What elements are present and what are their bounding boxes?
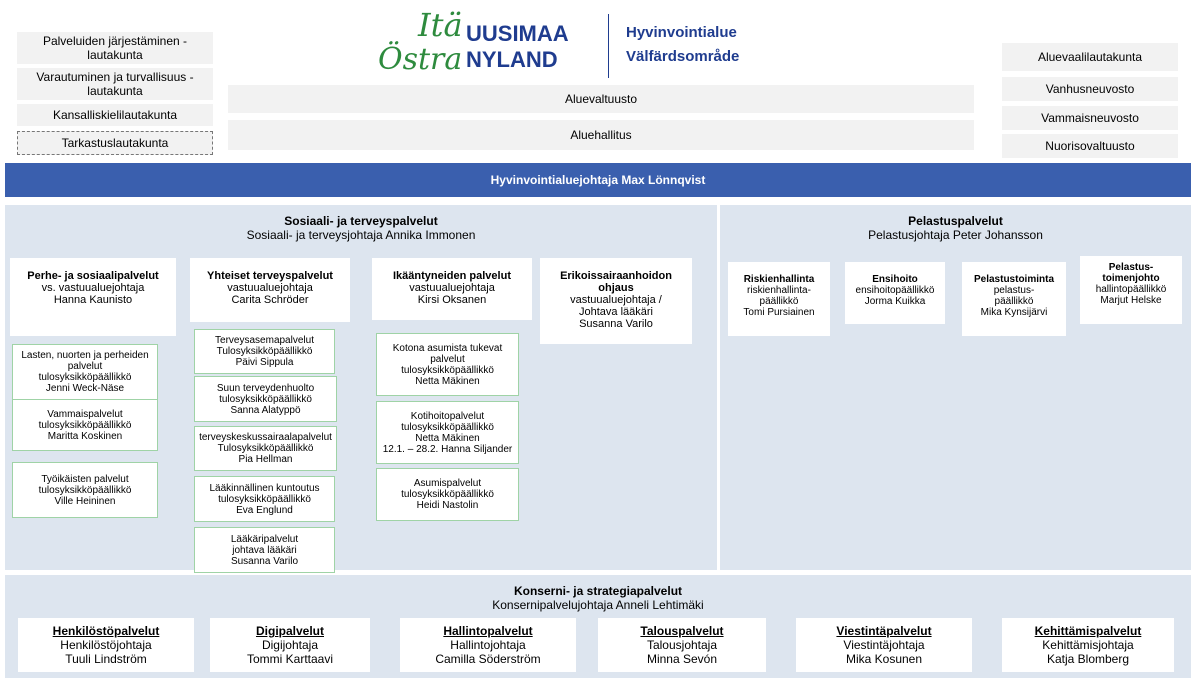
group-title: Konserni- ja strategiapalvelut: [513, 584, 683, 598]
service-unit: Kotihoitopalvelut tulosyksikköpäällikkö …: [376, 401, 519, 464]
service-unit: Lääkäripalvelut johtava lääkäri Susanna …: [194, 527, 335, 573]
committee-box: Kansalliskielilautakunta: [17, 104, 213, 126]
logo: Itä UUSIMAA Östra NYLAND Hyvinvointialue…: [378, 8, 798, 82]
service-unit: Työikäisten palvelut tulosyksikköpäällik…: [12, 462, 158, 518]
rescue-subtitle: Pelastusjohtaja Peter Johansson: [868, 228, 1043, 242]
unit-title: Riskienhallinta: [743, 274, 815, 285]
unit-title: Pelastustoiminta: [973, 274, 1055, 285]
rescue-unit: Pelastustoiminta pelastus- päällikkö Mik…: [962, 262, 1066, 336]
service-unit: Kotona asumista tukevat palvelut tulosyk…: [376, 333, 519, 396]
service-unit: Lääkinnällinen kuntoutus tulosyksikköpää…: [194, 476, 335, 522]
unit-title: Ensihoito: [872, 274, 918, 285]
service-unit: Vammaispalvelut tulosyksikköpäällikkö Ma…: [12, 399, 158, 451]
logo-uusimaa: UUSIMAA: [466, 21, 569, 46]
unit-name: Camilla Söderström: [435, 652, 541, 666]
unit-name: Tuuli Lindström: [65, 652, 147, 666]
unit-title: Viestintäpalvelut: [836, 624, 932, 638]
unit-role: Viestintäjohtaja: [843, 638, 925, 652]
unit-title: Kehittämispalvelut: [1034, 624, 1142, 638]
unit-name: Mika Kosunen: [845, 652, 923, 666]
council-box: Vanhusneuvosto: [1002, 77, 1178, 101]
service-unit: Asumispalvelut tulosyksikköpäällikkö Hei…: [376, 468, 519, 521]
rescue-unit: Ensihoito ensihoitopäällikkö Jorma Kuikk…: [845, 262, 945, 324]
unit-title: Erikoissairaanhoidon ohjaus: [560, 270, 672, 294]
council-box: Nuorisovaltuusto: [1002, 134, 1178, 158]
unit-title: Yhteiset terveyspalvelut: [207, 270, 333, 282]
logo-nyland: NYLAND: [466, 47, 558, 72]
social-subtitle: Sosiaali- ja terveysjohtaja Annika Immon…: [246, 228, 476, 242]
specialized-care-steering: Erikoissairaanhoidon ohjaus vastuualuejo…: [540, 258, 692, 344]
elderly-services: Ikääntyneiden palvelut vastuualuejohtaja…: [372, 258, 532, 320]
rescue-title: Pelastuspalvelut: [908, 214, 1003, 228]
director-bar: Hyvinvointialuejohtaja Max Lönnqvist: [5, 163, 1191, 197]
group-unit: Kehittämispalvelut Kehittämisjohtaja Kat…: [1002, 618, 1174, 672]
common-health-services: Yhteiset terveyspalvelut vastuualuejohta…: [190, 258, 350, 322]
committee-box: Palveluiden järjestäminen - lautakunta: [17, 32, 213, 64]
service-unit: Terveysasemapalvelut Tulosyksikköpäällik…: [194, 329, 335, 374]
logo-line1: Hyvinvointialue: [626, 24, 737, 41]
group-unit: Digipalvelut Digijohtaja Tommi Karttaavi: [210, 618, 370, 672]
unit-title: Digipalvelut: [255, 624, 324, 638]
unit-body: hallintopäällikkö Marjut Helske: [1095, 284, 1167, 306]
rescue-unit: Riskienhallinta riskienhallinta- päällik…: [728, 262, 830, 336]
committee-box: Tarkastuslautakunta: [17, 131, 213, 155]
unit-body: pelastus- päällikkö Mika Kynsijärvi: [980, 285, 1048, 318]
rescue-unit: Pelastus- toimenjohto hallintopäällikkö …: [1080, 256, 1182, 324]
unit-name: Minna Sevón: [646, 652, 718, 666]
group-unit: Henkilöstöpalvelut Henkilöstöjohtaja Tuu…: [18, 618, 194, 672]
council-box: Vammaisneuvosto: [1002, 106, 1178, 130]
family-social-services: Perhe- ja sosiaalipalvelut vs. vastuualu…: [10, 258, 176, 336]
service-unit: Lasten, nuorten ja perheiden palvelut tu…: [12, 344, 158, 400]
unit-body: vs. vastuualuejohtaja Hanna Kaunisto: [41, 282, 145, 306]
committee-box: Varautuminen ja turvallisuus - lautakunt…: [17, 68, 213, 100]
unit-body: vastuualuejohtaja Kirsi Oksanen: [409, 282, 495, 306]
group-subtitle: Konsernipalvelujohtaja Anneli Lehtimäki: [492, 598, 704, 612]
logo-ostra: Östra: [378, 42, 463, 77]
regional-council: Aluevaltuusto: [228, 85, 974, 113]
regional-board: Aluehallitus: [228, 120, 974, 150]
unit-body: vastuualuejohtaja / Johtava lääkäri Susa…: [570, 294, 662, 330]
logo-divider: [608, 14, 609, 78]
unit-name: Tommi Karttaavi: [246, 652, 334, 666]
group-unit: Hallintopalvelut Hallintojohtaja Camilla…: [400, 618, 576, 672]
unit-title: Hallintopalvelut: [443, 624, 533, 638]
logo-ita: Itä: [418, 6, 463, 44]
unit-body: vastuualuejohtaja Carita Schröder: [227, 282, 313, 306]
unit-title: Pelastus- toimenjohto: [1102, 262, 1160, 284]
unit-role: Talousjohtaja: [646, 638, 718, 652]
group-unit: Viestintäpalvelut Viestintäjohtaja Mika …: [796, 618, 972, 672]
council-box: Aluevaalilautakunta: [1002, 43, 1178, 71]
unit-title: Henkilöstöpalvelut: [52, 624, 160, 638]
logo-line2: Välfärdsområde: [626, 48, 740, 65]
unit-name: Katja Blomberg: [1046, 652, 1130, 666]
social-title: Sosiaali- ja terveyspalvelut: [284, 214, 438, 228]
service-unit: terveyskeskussairaalapalvelut Tulosyksik…: [194, 426, 337, 471]
unit-body: riskienhallinta- päällikkö Tomi Pursiain…: [743, 285, 815, 318]
unit-title: Perhe- ja sosiaalipalvelut: [27, 270, 159, 282]
unit-body: ensihoitopäällikkö Jorma Kuikka: [855, 285, 935, 307]
group-unit: Talouspalvelut Talousjohtaja Minna Sevón: [598, 618, 766, 672]
service-unit: Suun terveydenhuolto tulosyksikköpäällik…: [194, 376, 337, 422]
unit-title: Talouspalvelut: [640, 624, 724, 638]
unit-role: Hallintojohtaja: [450, 638, 526, 652]
unit-role: Henkilöstöjohtaja: [60, 638, 152, 652]
unit-role: Kehittämisjohtaja: [1042, 638, 1134, 652]
unit-role: Digijohtaja: [261, 638, 319, 652]
unit-title: Ikääntyneiden palvelut: [393, 270, 511, 282]
